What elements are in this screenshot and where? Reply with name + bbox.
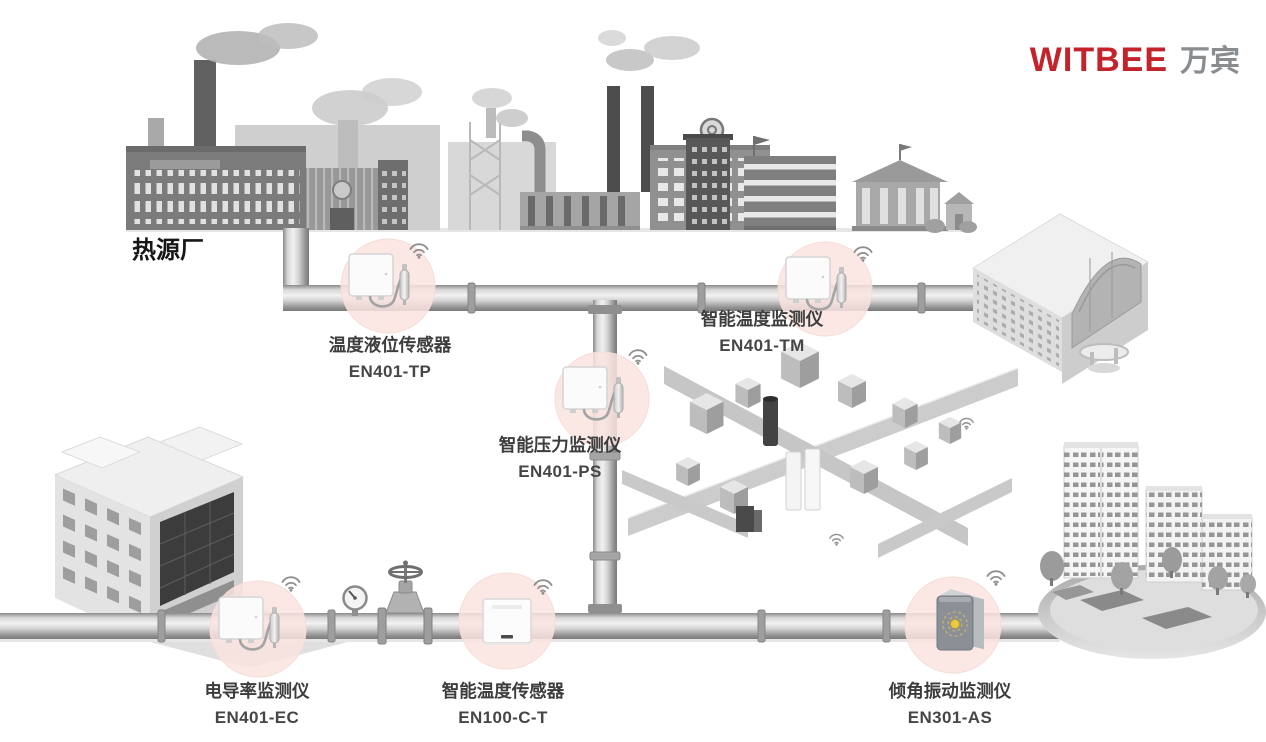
residential-towers — [1038, 442, 1266, 659]
sensor-name: 电导率监测仪 — [204, 681, 310, 701]
brand-wordmark-cn: 万宾 — [1180, 45, 1240, 78]
sensor-name: 智能压力监测仪 — [498, 435, 622, 455]
sensor-model: EN401-EC — [214, 708, 300, 727]
sensor-label-en100-c-t: 智能温度传感器 EN100-C-T — [383, 678, 623, 731]
right-building — [972, 213, 1149, 384]
sensor-name: 倾角振动监测仪 — [888, 681, 1012, 701]
sensor-model: EN301-AS — [907, 708, 993, 727]
sensor-device-en100-c-t — [482, 598, 532, 646]
sensor-label-en401-ec: 电导率监测仪 EN401-EC — [137, 678, 377, 731]
sensor-model: EN401-TM — [719, 336, 805, 355]
wifi-icon — [986, 570, 1006, 586]
sensor-name: 温度液位传感器 — [328, 335, 452, 355]
brand-wordmark: WITBEE — [1029, 41, 1168, 79]
sensor-label-en401-tm: 智能温度监测仪 EN401-TM — [642, 306, 882, 359]
wifi-icon — [959, 417, 974, 430]
sensor-label-en401-tp: 温度液位传感器 EN401-TP — [270, 332, 510, 385]
sensor-label-en301-as: 倾角振动监测仪 EN301-AS — [830, 678, 1070, 731]
sensor-label-en401-ps: 智能压力监测仪 EN401-PS — [440, 432, 680, 485]
factory-skyline — [126, 23, 977, 233]
sensor-name: 智能温度传感器 — [441, 681, 565, 701]
sensor-model: EN401-TP — [348, 362, 432, 381]
sensor-model: EN401-PS — [518, 462, 602, 481]
sensor-name: 智能温度监测仪 — [700, 309, 824, 329]
tree-icon — [1040, 547, 1256, 598]
brand-logo: WITBEE 万宾 — [1030, 36, 1240, 80]
pipe-valve — [377, 560, 433, 645]
wifi-icon — [829, 533, 844, 546]
heat-source-label: 热源厂 — [132, 237, 204, 264]
city-crossroads — [622, 342, 1019, 558]
sensor-model: EN100-C-T — [458, 708, 548, 727]
pressure-gauge — [342, 585, 368, 616]
sensor-device-en301-as — [936, 589, 984, 651]
